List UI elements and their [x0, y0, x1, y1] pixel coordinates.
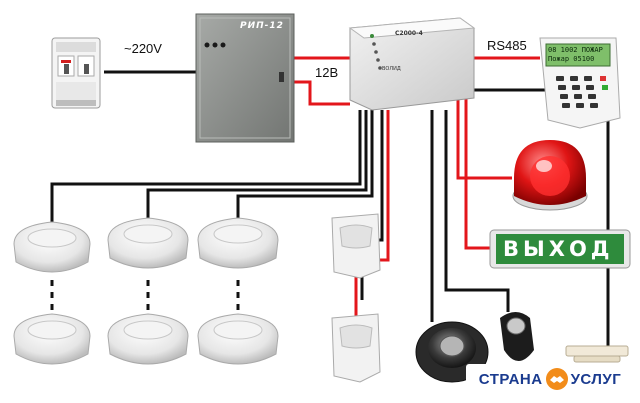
dc-wire-bottom [294, 80, 350, 106]
motion-sensor-icon [331, 213, 381, 279]
smoke-detector-icon [13, 221, 91, 273]
motion-wire-b [378, 110, 390, 262]
exit-sign-icon [489, 229, 631, 269]
exit-sign-text: ВЫХОД [503, 237, 614, 261]
logo-left-text: СТРАНА [478, 370, 543, 388]
siren-wire [456, 96, 512, 180]
keypad-display-line1: 08 1002 ПОЖАР [548, 46, 603, 54]
smoke-detector-icon [107, 313, 189, 365]
smoke-detector-icon [107, 217, 189, 269]
smoke-detectors [13, 217, 279, 365]
controller-brand-label: ВОЛИД [382, 66, 401, 72]
loop-wire-2 [146, 110, 368, 218]
loop-wire-3 [236, 110, 374, 218]
controller-icon [348, 17, 476, 111]
strana-uslug-logo: СТРАНА УСЛУГ [466, 364, 634, 394]
loop-wire-1 [50, 110, 362, 222]
smoke-detector-icon [197, 217, 279, 269]
rs485-label: RS485 [487, 38, 527, 53]
keypad-display-line2: Пожар 05100 [548, 55, 595, 63]
power-supply-icon [195, 13, 295, 143]
dc-voltage-label: 12В [315, 65, 339, 80]
dc-wire-top [294, 56, 354, 62]
magnetic-contact-icon [565, 345, 629, 363]
wiring [50, 56, 610, 348]
motion-sensor-icon [331, 313, 381, 383]
contact-wire [472, 88, 610, 348]
circuit-breaker-icon [51, 37, 101, 109]
ac-voltage-label: ~220V [124, 41, 162, 56]
ibutton-key-icon [500, 312, 534, 361]
keypad-icon [539, 37, 621, 129]
handshake-icon [545, 368, 568, 390]
siren-icon [512, 140, 588, 211]
smoke-detector-icon [197, 313, 279, 365]
exit-wire [464, 96, 490, 250]
smoke-detector-icon [13, 313, 91, 365]
key-wire [444, 110, 510, 312]
controller-name-label: С2000-4 [395, 30, 423, 37]
psu-name-label: РИП-12 [240, 21, 284, 31]
logo-right-text: УСЛУГ [570, 370, 622, 388]
